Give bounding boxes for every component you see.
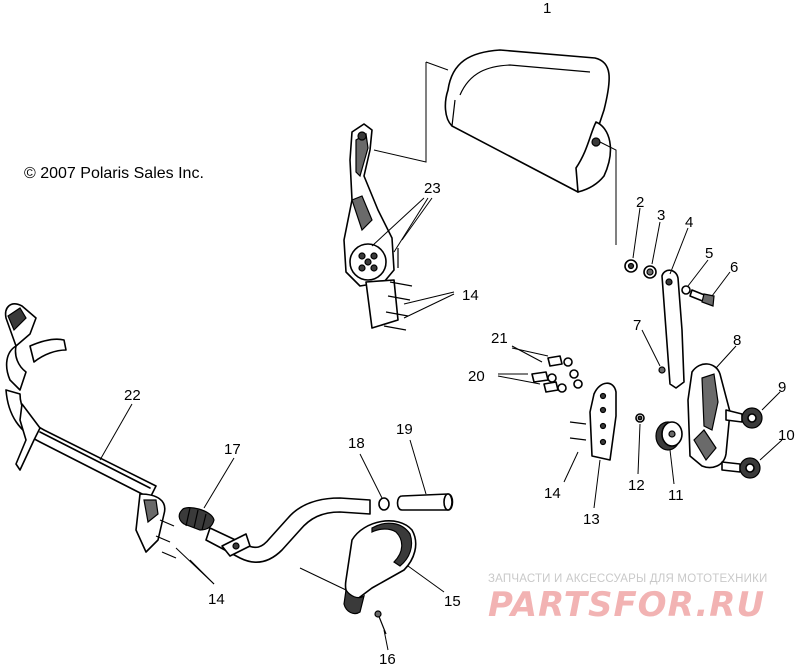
lock-washer-5 bbox=[681, 285, 691, 295]
callout-1: 1 bbox=[543, 0, 551, 17]
watermark-tagline: ЗАПЧАСТИ И АКСЕССУАРЫ ДЛЯ МОТОТЕХНИКИ bbox=[488, 573, 768, 585]
callout-14-upper: 14 bbox=[462, 287, 479, 304]
knob-10 bbox=[721, 457, 761, 479]
spacer-3 bbox=[643, 265, 657, 279]
callout-13: 13 bbox=[583, 511, 600, 528]
callout-14-right: 14 bbox=[544, 485, 561, 502]
round-pad-11 bbox=[655, 421, 683, 451]
callout-3: 3 bbox=[657, 207, 665, 224]
callout-21: 21 bbox=[491, 330, 508, 347]
callout-6: 6 bbox=[730, 259, 738, 276]
callout-19: 19 bbox=[396, 421, 413, 438]
callout-17: 17 bbox=[224, 441, 241, 458]
copyright-text: © 2007 Polaris Sales Inc. bbox=[24, 165, 204, 182]
callout-15: 15 bbox=[444, 593, 461, 610]
grip-foam-19 bbox=[396, 493, 454, 511]
guard-cover-15 bbox=[343, 520, 417, 615]
screw-16 bbox=[374, 610, 387, 635]
washer-2 bbox=[624, 259, 638, 273]
callout-2: 2 bbox=[636, 194, 644, 211]
knob-9 bbox=[725, 407, 763, 429]
callout-9: 9 bbox=[778, 379, 786, 396]
callout-23: 23 bbox=[424, 180, 441, 197]
callout-12: 12 bbox=[628, 477, 645, 494]
callout-16: 16 bbox=[379, 651, 396, 666]
washer-nut-set bbox=[531, 355, 583, 393]
callout-10: 10 bbox=[778, 427, 795, 444]
bracket-screws bbox=[383, 248, 413, 331]
watermark-brand: PARTSFOR.RU bbox=[488, 585, 765, 625]
callout-14-lower: 14 bbox=[208, 591, 225, 608]
arm-cover bbox=[687, 363, 731, 469]
screw-7 bbox=[658, 366, 666, 374]
callout-22: 22 bbox=[124, 387, 141, 404]
callout-4: 4 bbox=[685, 214, 693, 231]
watermark: ЗАПЧАСТИ И АКСЕССУАРЫ ДЛЯ МОТОТЕХНИКИ PA… bbox=[488, 573, 768, 625]
callout-20: 20 bbox=[468, 368, 485, 385]
callout-7: 7 bbox=[633, 317, 641, 334]
callout-5: 5 bbox=[705, 245, 713, 262]
grip-17 bbox=[178, 507, 215, 531]
handle-tube bbox=[205, 497, 371, 563]
bolt-6 bbox=[689, 289, 715, 307]
handle-bar bbox=[4, 303, 166, 553]
mount-plate bbox=[569, 382, 617, 461]
backrest-pad bbox=[444, 49, 612, 193]
callout-18: 18 bbox=[348, 435, 365, 452]
end-cap-18 bbox=[378, 497, 390, 511]
nut-12 bbox=[635, 413, 645, 423]
callout-labels: 1 2 3 4 5 6 7 8 9 10 11 12 13 14 14 14 1… bbox=[124, 0, 795, 666]
callout-8: 8 bbox=[733, 332, 741, 349]
backrest-bracket-4 bbox=[661, 269, 685, 389]
handlebar-screws bbox=[155, 519, 177, 559]
callout-11: 11 bbox=[668, 487, 684, 504]
left-backrest-bracket bbox=[343, 123, 399, 329]
